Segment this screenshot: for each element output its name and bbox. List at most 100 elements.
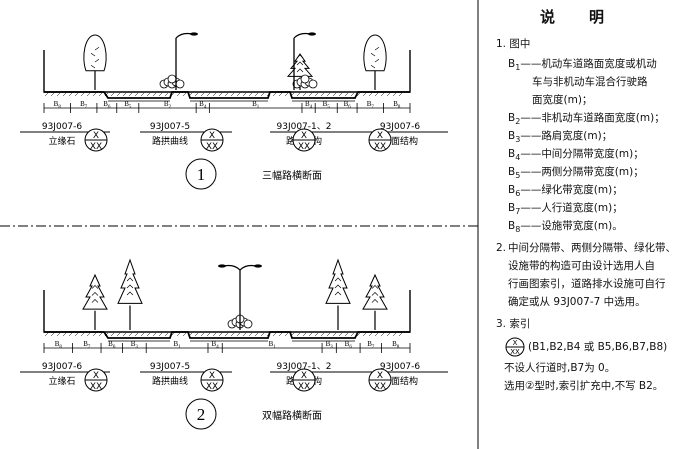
ground-hatch [56, 332, 61, 337]
ground-hatch [146, 92, 151, 97]
ground-hatch [320, 92, 325, 97]
ground-hatch [344, 332, 349, 337]
note-def: B2——非机动车道路面宽度(m)； [508, 112, 665, 127]
ground-hatch [290, 332, 295, 337]
ground-hatch [116, 332, 121, 337]
ground-hatch [218, 92, 223, 97]
index-bottom-text: XX [90, 142, 102, 152]
ground-hatch [104, 332, 109, 337]
ground-hatch [230, 332, 235, 337]
ground-hatch [80, 92, 85, 97]
lamp-head [308, 32, 316, 36]
ground-hatch [122, 332, 127, 337]
ground-hatch [308, 92, 313, 97]
dim-label: B5 [323, 100, 331, 110]
ground-hatch [212, 92, 217, 97]
figure-caption: 三幅路横断面 [262, 169, 322, 182]
ground-hatch [80, 332, 85, 337]
note-item-2-line: 中间分隔带、两侧分隔带、绿化带、 [508, 242, 676, 254]
dim-label: B6 [103, 100, 111, 110]
ground-hatch [380, 92, 385, 97]
tree-branch [334, 284, 342, 289]
ref-code: 93J007-6 [42, 362, 83, 372]
ground-hatch [350, 92, 355, 97]
note-def: B4——中间分隔带宽度(m)； [508, 148, 644, 163]
tree-crown [83, 34, 107, 72]
tree-branch [334, 291, 342, 296]
ground-hatch [194, 332, 199, 337]
note-item-2-line: 确定或从 93J007-7 中选用。 [508, 296, 646, 308]
ground-hatch [176, 332, 181, 337]
ground-hatch [62, 92, 67, 97]
figure-number: 2 [197, 405, 206, 424]
ground-hatch [128, 92, 133, 97]
ground-hatch [104, 92, 109, 97]
note-item-1: 1. 图中 [496, 38, 531, 50]
tree-branch [371, 285, 379, 289]
tree-branch [90, 64, 96, 69]
ground-hatch [122, 92, 127, 97]
tree-branch [90, 52, 96, 57]
ground-hatch [374, 92, 379, 97]
ground-hatch [260, 332, 265, 337]
ground-hatch [170, 92, 175, 97]
ground-hatch [302, 332, 307, 337]
ground-hatch [308, 332, 313, 337]
ground-hatch [212, 332, 217, 337]
tree-branch [371, 299, 379, 303]
dim-label: B6 [108, 340, 116, 350]
ground-hatch [188, 332, 193, 337]
tree-branch [296, 54, 304, 59]
ground-hatch [248, 92, 253, 97]
lamp-arm [293, 32, 311, 39]
note-item-2-line: 行画图索引，道路排水设施可自行 [508, 278, 666, 290]
tree-branch [94, 46, 100, 51]
ground-hatch [344, 92, 349, 97]
ground-hatch [134, 332, 139, 337]
ground-hatch [224, 92, 229, 97]
tree-crown [363, 34, 387, 72]
tree-branch [126, 291, 134, 296]
ref-label: 立缘石 [48, 135, 75, 147]
ground-hatch [158, 92, 163, 97]
shrub [308, 79, 318, 89]
lamp-arm [175, 32, 193, 39]
ground-hatch [116, 92, 121, 97]
ground-hatch [236, 92, 241, 97]
ground-hatch [266, 332, 271, 337]
tree-crown [286, 53, 314, 77]
ground-hatch [278, 332, 283, 337]
ground-hatch [230, 92, 235, 97]
ground-hatch [164, 332, 169, 337]
ref-code: 93J007-6 [380, 362, 421, 372]
ground-hatch [50, 92, 55, 97]
ground-hatch [296, 92, 301, 97]
tree-branch [94, 58, 100, 63]
ground-hatch [44, 332, 49, 337]
ground-hatch [146, 332, 151, 337]
tree-branch [126, 277, 134, 282]
note-def: B1——机动车道路面宽度或机动 [508, 58, 657, 73]
ground-hatch [242, 332, 247, 337]
note-item-2-line: 设施带的构造可由设计选用人自 [508, 260, 655, 272]
ground-hatch [56, 92, 61, 97]
ref-code: 93J007-5 [150, 122, 190, 132]
lamp-arm [223, 264, 241, 271]
ref-label: 路拱曲线 [152, 135, 188, 147]
tree-branch [370, 52, 376, 57]
ground-hatch [326, 92, 331, 97]
ground-hatch [296, 332, 301, 337]
tree-branch [91, 299, 99, 303]
dim-label: B1 [269, 340, 277, 350]
lamp-head [190, 32, 198, 36]
ground-hatch [134, 92, 139, 97]
index-top-text: X [513, 339, 518, 347]
dim-label: B3 [131, 340, 139, 350]
ground-hatch [398, 92, 403, 97]
ground-hatch [362, 332, 367, 337]
shrub [175, 79, 185, 89]
dim-label: B7 [83, 340, 91, 350]
